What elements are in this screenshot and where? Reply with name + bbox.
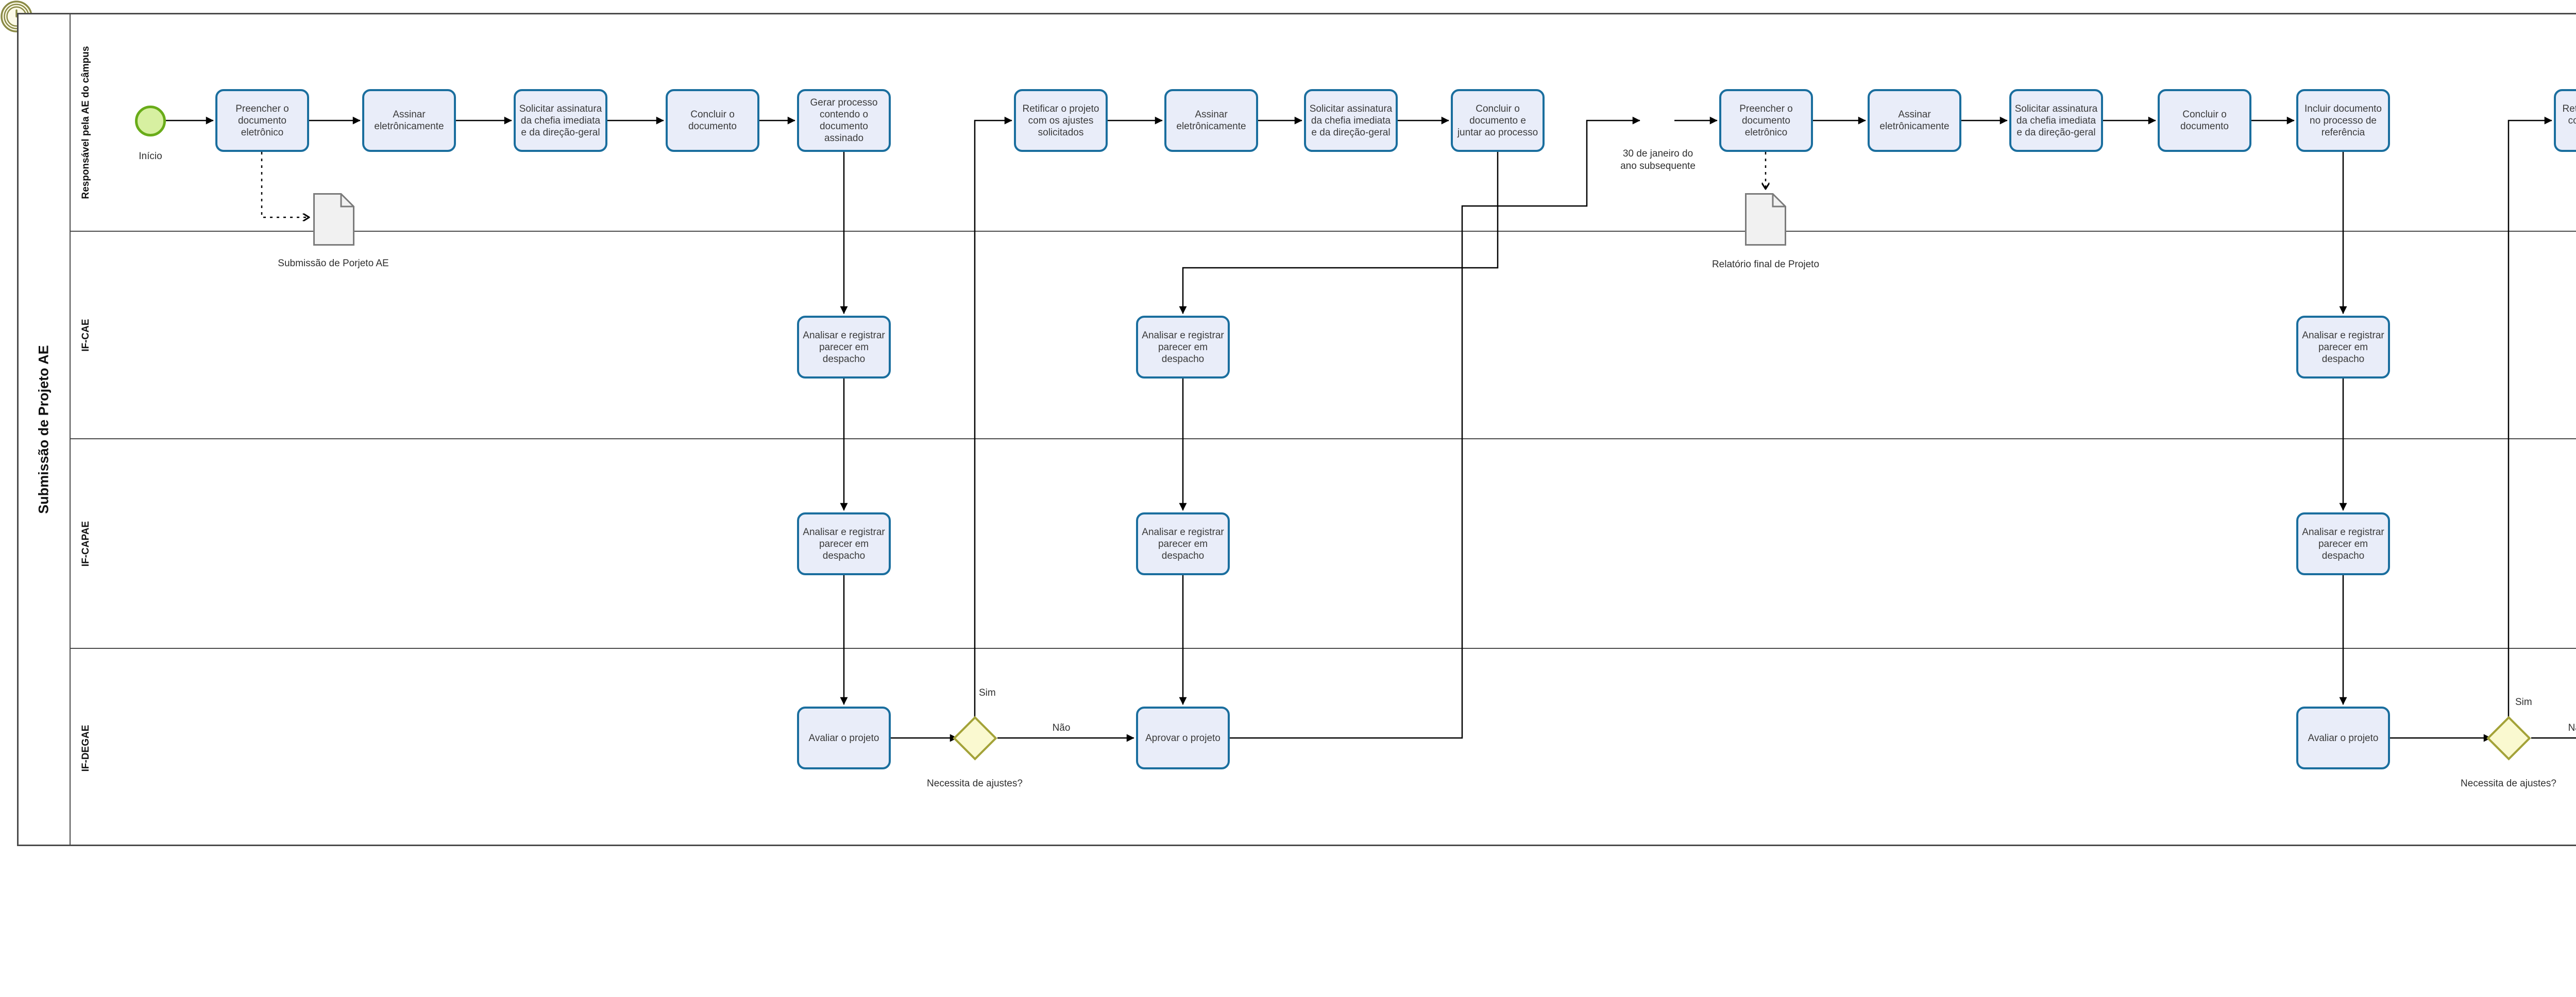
gateway2-question-label: Necessita de ajustes? (2461, 778, 2556, 789)
task-avaliar-projeto-1[interactable]: Avaliar o projeto (797, 707, 891, 769)
gateway1-question-label: Necessita de ajustes? (927, 778, 1023, 789)
timer-event-label: 30 de janeiro do ano subsequente (1620, 148, 1696, 171)
start-event-label: Início (139, 151, 162, 162)
start-event[interactable] (135, 106, 166, 136)
task-preencher-documento-2[interactable]: Preencher o documento eletrônico (1719, 89, 1813, 152)
task-assinar-3[interactable]: Assinar eletrônicamente (1868, 89, 1961, 152)
task-solicitar-assinatura-1[interactable]: Solicitar assinatura da chefia imediata … (514, 89, 607, 152)
task-analisar-capae-3[interactable]: Analisar e registrar parecer em despacho (2296, 512, 2390, 575)
lane-if-capae: IF-CAPAE (71, 438, 2576, 648)
document-icon (1745, 193, 1786, 246)
data-object-submissao[interactable] (313, 193, 354, 246)
task-concluir-documento-1[interactable]: Concluir o documento (666, 89, 759, 152)
data-object-relatorio-label: Relatório final de Projeto (1711, 259, 1820, 270)
gateway1-no-label: Não (1052, 723, 1071, 733)
task-analisar-cae-1[interactable]: Analisar e registrar parecer em despacho (797, 316, 891, 379)
task-incluir-documento[interactable]: Incluir documento no processo de referên… (2296, 89, 2390, 152)
task-concluir-documento-2[interactable]: Concluir o documento (2158, 89, 2251, 152)
document-icon (313, 193, 354, 246)
data-object-submissao-label: Submissão de Porjeto AE (278, 258, 389, 269)
gateway2-yes-label: Sim (2515, 697, 2532, 708)
task-solicitar-assinatura-2[interactable]: Solicitar assinatura da chefia imediata … (1304, 89, 1398, 152)
task-preencher-documento-1[interactable]: Preencher o documento eletrônico (215, 89, 309, 152)
task-analisar-capae-2[interactable]: Analisar e registrar parecer em despacho (1136, 512, 1230, 575)
task-retificar-projeto-2[interactable]: Retificar o projeto com os ajustes solic… (2554, 89, 2576, 152)
task-analisar-cae-2[interactable]: Analisar e registrar parecer em despacho (1136, 316, 1230, 379)
task-aprovar-projeto-1[interactable]: Aprovar o projeto (1136, 707, 1230, 769)
data-object-relatorio[interactable] (1745, 193, 1786, 246)
task-solicitar-assinatura-3[interactable]: Solicitar assinatura da chefia imediata … (2009, 89, 2103, 152)
gateway2-no-label: Não (2568, 723, 2576, 733)
task-concluir-juntar-1[interactable]: Concluir o documento e juntar ao process… (1451, 89, 1545, 152)
task-analisar-capae-1[interactable]: Analisar e registrar parecer em despacho (797, 512, 891, 575)
task-avaliar-projeto-2[interactable]: Avaliar o projeto (2296, 707, 2390, 769)
lane-if-cae: IF-CAE (71, 231, 2576, 438)
task-assinar-2[interactable]: Assinar eletrônicamente (1164, 89, 1258, 152)
task-assinar-1[interactable]: Assinar eletrônicamente (362, 89, 456, 152)
task-gerar-processo[interactable]: Gerar processo contendo o documento assi… (797, 89, 891, 152)
pool-title-band: Submissão de Projeto AE (19, 14, 71, 845)
lane-if-degae: IF-DEGAE (71, 648, 2576, 848)
gateway1-yes-label: Sim (979, 687, 996, 698)
task-retificar-projeto-1[interactable]: Retificar o projeto com os ajustes solic… (1014, 89, 1108, 152)
task-analisar-cae-3[interactable]: Analisar e registrar parecer em despacho (2296, 316, 2390, 379)
